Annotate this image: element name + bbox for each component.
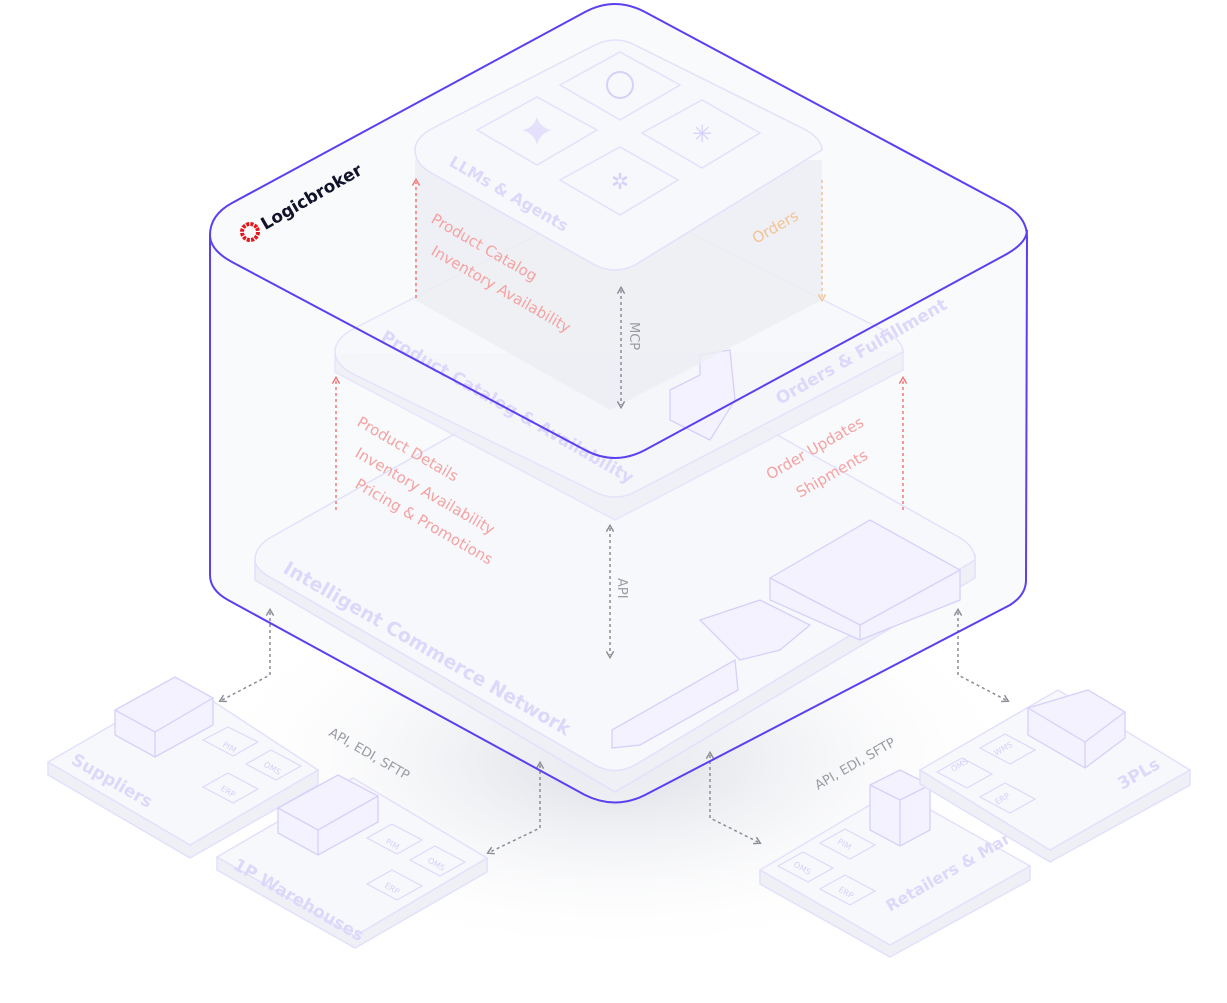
mcp-link-label: MCP: [626, 322, 641, 350]
system-chip-oms: OMS: [408, 845, 467, 877]
api-link-label: API: [614, 578, 629, 599]
svg-text:✳: ✳: [692, 120, 712, 148]
system-chip-oms: OMS: [776, 851, 835, 883]
svg-text:✲: ✲: [611, 170, 629, 195]
warehouse-icon: [1027, 689, 1126, 769]
warehouse-icon: [114, 676, 214, 758]
system-chip-pim: PIM: [818, 828, 877, 860]
system-chip-erp: ERP: [365, 869, 424, 901]
system-chip-erp: ERP: [818, 874, 877, 906]
system-chip-pim: PIM: [365, 823, 424, 855]
